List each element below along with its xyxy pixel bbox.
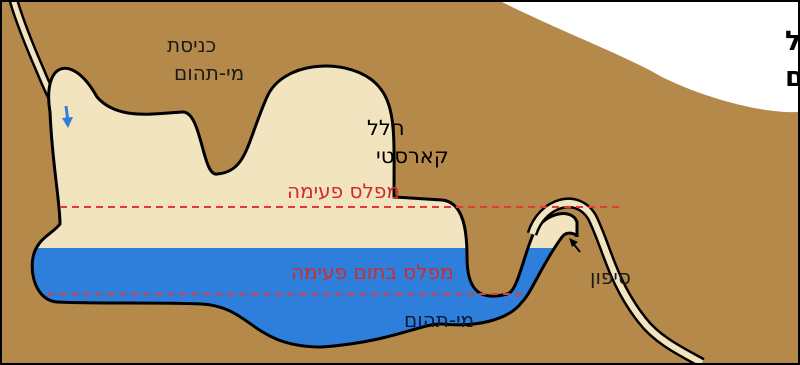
diagram-title-line1: תרשים של [785,26,798,57]
siphon-label: סיפון [590,265,631,289]
overflow-level-label: מפלס פעימה [287,179,400,203]
karst-label-line1: חלל [367,116,405,140]
diagram-title-line2: מעיין פועם [785,62,798,93]
end-level-label: מפלס בתום פעימה [291,260,454,284]
karst-label-line2: קארסטי [376,144,449,168]
inflow-label-line2: מי-תהום [174,61,244,85]
inflow-label-line1: כניסת [167,33,216,57]
groundwater-label: מי-תהום [404,308,474,332]
